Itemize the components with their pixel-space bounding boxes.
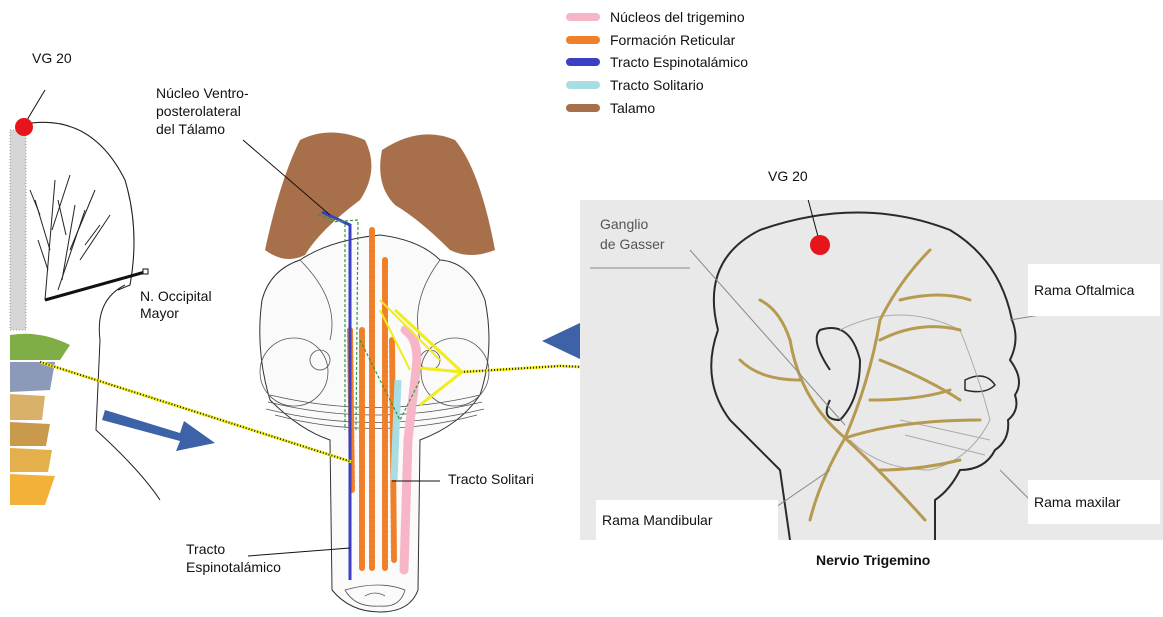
trigeminal-caption: Nervio Trigemino: [816, 552, 930, 568]
spinothalamic-tract-label: Tracto Espinotalámico: [186, 540, 281, 576]
mandibular-branch-label: Rama Mandibular: [596, 500, 778, 540]
maxillary-branch-label: Rama maxilar: [1028, 480, 1160, 524]
ganglion-line1: Ganglio: [600, 214, 665, 234]
trigeminal-photo: Ganglio de Gasser Rama Oftalmica Rama ma…: [580, 200, 1163, 540]
spinothalamic-line1: Tracto: [186, 540, 281, 558]
vpl-nucleus-line1: Núcleo Ventro-: [156, 84, 249, 102]
vpl-nucleus-line2: posterolateral: [156, 102, 249, 120]
solitary-tract-label: Tracto Solitari: [448, 471, 534, 488]
ganglion-label: Ganglio de Gasser: [600, 214, 665, 254]
vpl-nucleus-line3: del Tálamo: [156, 120, 249, 138]
spinothalamic-line2: Espinotalámico: [186, 558, 281, 576]
right-vg20-label: VG 20: [768, 168, 808, 185]
vpl-nucleus-label: Núcleo Ventro- posterolateral del Tálamo: [156, 84, 249, 138]
ganglion-line2: de Gasser: [600, 234, 665, 254]
ophthalmic-branch-label: Rama Oftalmica: [1028, 264, 1160, 316]
